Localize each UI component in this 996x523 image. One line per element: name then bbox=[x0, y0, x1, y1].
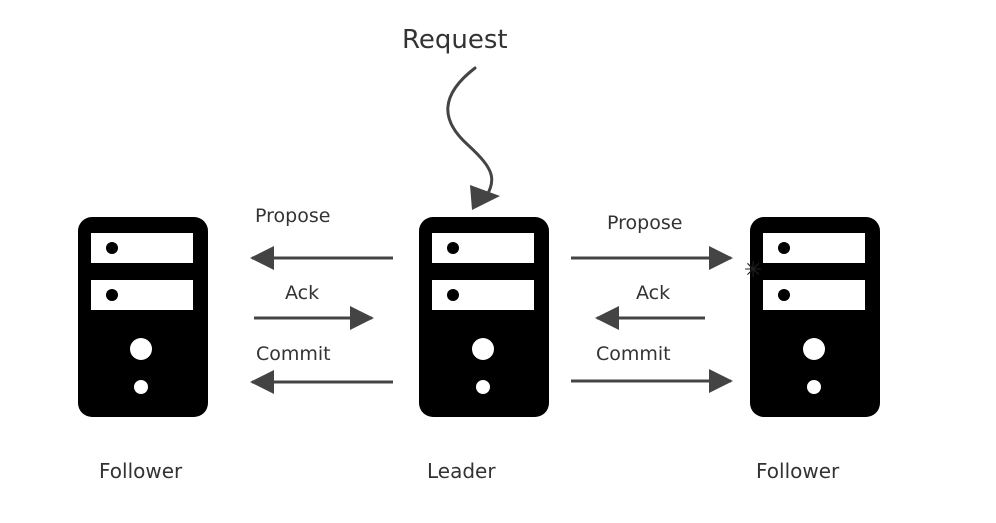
request-arrowhead bbox=[470, 185, 500, 210]
leader-label: Leader bbox=[427, 459, 496, 483]
left-propose-label: Propose bbox=[255, 205, 331, 227]
right-ack-label: Ack bbox=[636, 282, 671, 304]
left-commit-label: Commit bbox=[256, 343, 331, 365]
follower-left-server-icon bbox=[78, 217, 208, 417]
follower-left-label: Follower bbox=[99, 459, 183, 483]
left-ack-label: Ack bbox=[285, 282, 320, 304]
right-commit-label: Commit bbox=[596, 343, 671, 365]
request-label: Request bbox=[402, 25, 508, 55]
busy-cursor-icon: ✳ bbox=[744, 258, 763, 283]
request-arrow bbox=[446, 66, 494, 205]
leader-server-icon bbox=[419, 217, 549, 417]
follower-right-server-icon bbox=[750, 217, 880, 417]
follower-right-label: Follower bbox=[756, 459, 840, 483]
right-propose-label: Propose bbox=[607, 212, 683, 234]
